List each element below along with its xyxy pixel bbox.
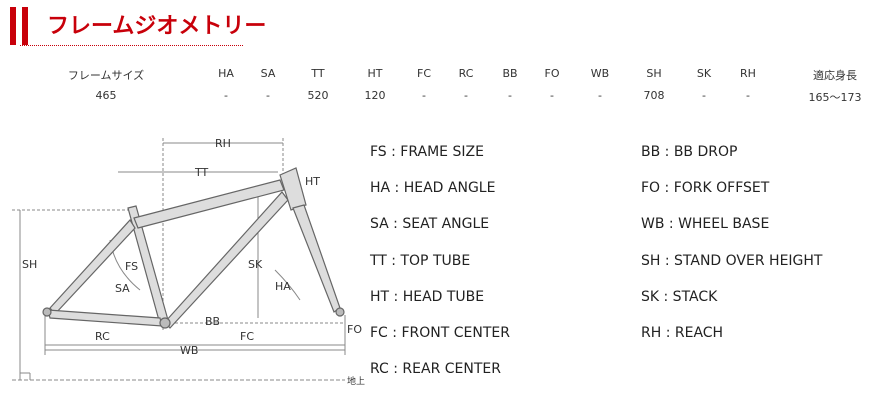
chain-stay (47, 309, 163, 327)
label-rc: RC (95, 330, 110, 343)
label-tt: TT (194, 166, 209, 179)
table-value: 520 (307, 89, 329, 102)
legend-item: FC : FRONT CENTER (370, 325, 510, 341)
table-header: RC (458, 67, 474, 80)
top-tube (133, 179, 285, 229)
label-sk: SK (248, 258, 263, 271)
label-fo: FO (347, 323, 362, 336)
legend-item: WB : WHEEL BASE (641, 216, 770, 233)
table-header: HA (218, 67, 234, 80)
table-header: SK (696, 67, 712, 80)
table-header: 適応身長 (813, 69, 857, 82)
label-sh: SH (22, 258, 37, 271)
legend-item: BB : BB DROP (641, 144, 738, 160)
legend-item: HT : HEAD TUBE (370, 288, 485, 305)
table-header: フレームサイズ (67, 69, 145, 82)
table-header: SA (260, 67, 276, 80)
legend-item: RC : REAR CENTER (370, 361, 501, 378)
title-bar-1 (10, 7, 16, 45)
table-value: - (746, 89, 750, 102)
table-value: - (702, 89, 706, 102)
table-value: 708 (643, 89, 665, 102)
fork (292, 204, 341, 313)
legend-item: HA : HEAD ANGLE (370, 180, 496, 197)
legend-item: SA : SEAT ANGLE (370, 216, 490, 233)
title-underline (20, 45, 243, 46)
table-header: BB (502, 67, 518, 80)
table-header: FC (416, 67, 432, 80)
table-value: - (508, 89, 512, 102)
table-value: 165～173 (808, 91, 862, 104)
table-value: - (598, 89, 602, 102)
legend-item: RH : REACH (641, 325, 724, 341)
table-header: SH (646, 67, 662, 80)
title-bar-2 (22, 7, 28, 45)
table-header: TT (311, 67, 325, 80)
table-header: FO (544, 67, 560, 80)
label-ht: HT (305, 175, 320, 188)
seat-stay (49, 219, 136, 315)
table-value: - (266, 89, 270, 102)
legend-item: TT : TOP TUBE (370, 252, 471, 269)
legend-item: SK : STACK (641, 288, 718, 305)
table-header: WB (590, 67, 610, 80)
head-tube (279, 167, 307, 211)
label-ground: 地上 (347, 375, 365, 387)
legend-item: FO : FORK OFFSET (641, 180, 770, 197)
page-title: フレームジオメトリー (47, 14, 267, 39)
table-value: - (464, 89, 468, 102)
label-sa: SA (115, 282, 130, 295)
table-value: - (550, 89, 554, 102)
label-rh: RH (215, 137, 231, 150)
table-value: - (422, 89, 426, 102)
table-value: 465 (95, 89, 117, 102)
label-wb: WB (180, 344, 198, 357)
table-value: - (224, 89, 228, 102)
table-header: HT (367, 67, 383, 80)
table-header: RH (740, 67, 756, 80)
label-ha: HA (275, 280, 291, 293)
legend-item: SH : STAND OVER HEIGHT (641, 252, 823, 269)
label-bb: BB (205, 315, 220, 328)
label-fs: FS (125, 260, 138, 273)
table-value: 120 (364, 89, 386, 102)
legend-item: FS : FRAME SIZE (370, 144, 484, 160)
label-fc: FC (240, 330, 254, 343)
